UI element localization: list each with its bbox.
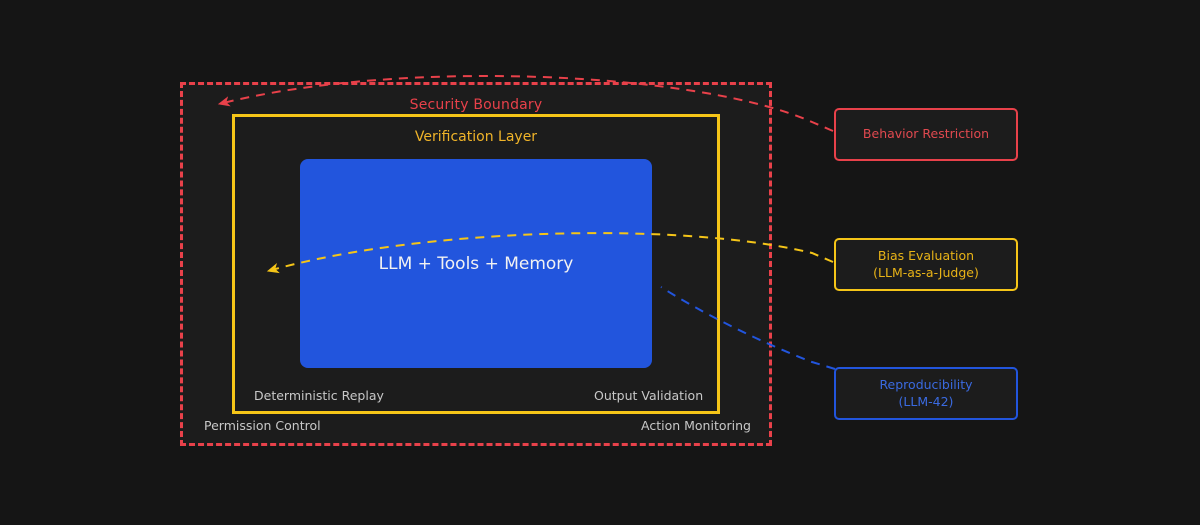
core-llm-label: LLM + Tools + Memory — [378, 253, 574, 274]
side-box-reproducibility-line1: Reproducibility — [879, 376, 973, 392]
side-box-behavior-restriction-label: Behavior Restriction — [862, 126, 990, 142]
annotation-action-monitoring: Action Monitoring — [641, 418, 751, 433]
core-llm-box: LLM + Tools + Memory — [300, 159, 652, 368]
annotation-output-validation: Output Validation — [594, 388, 704, 403]
verification-layer-label: Verification Layer — [414, 129, 538, 145]
annotation-deterministic-replay: Deterministic Replay — [254, 388, 384, 403]
security-boundary-label: Security Boundary — [409, 97, 543, 113]
side-box-behavior-restriction: Behavior Restriction — [834, 108, 1018, 161]
side-box-reproducibility-label: Reproducibility (LLM-42) — [879, 377, 972, 411]
side-box-bias-evaluation-line1: Bias Evaluation — [877, 247, 975, 263]
side-box-bias-evaluation: Bias Evaluation (LLM-as-a-Judge) — [834, 238, 1018, 291]
side-box-reproducibility-line2: (LLM-42) — [898, 393, 954, 409]
side-box-bias-evaluation-line2: (LLM-as-a-Judge) — [873, 264, 979, 280]
side-box-reproducibility: Reproducibility (LLM-42) — [834, 367, 1018, 420]
annotation-permission-control: Permission Control — [204, 418, 321, 433]
side-box-bias-evaluation-label: Bias Evaluation (LLM-as-a-Judge) — [873, 248, 979, 282]
